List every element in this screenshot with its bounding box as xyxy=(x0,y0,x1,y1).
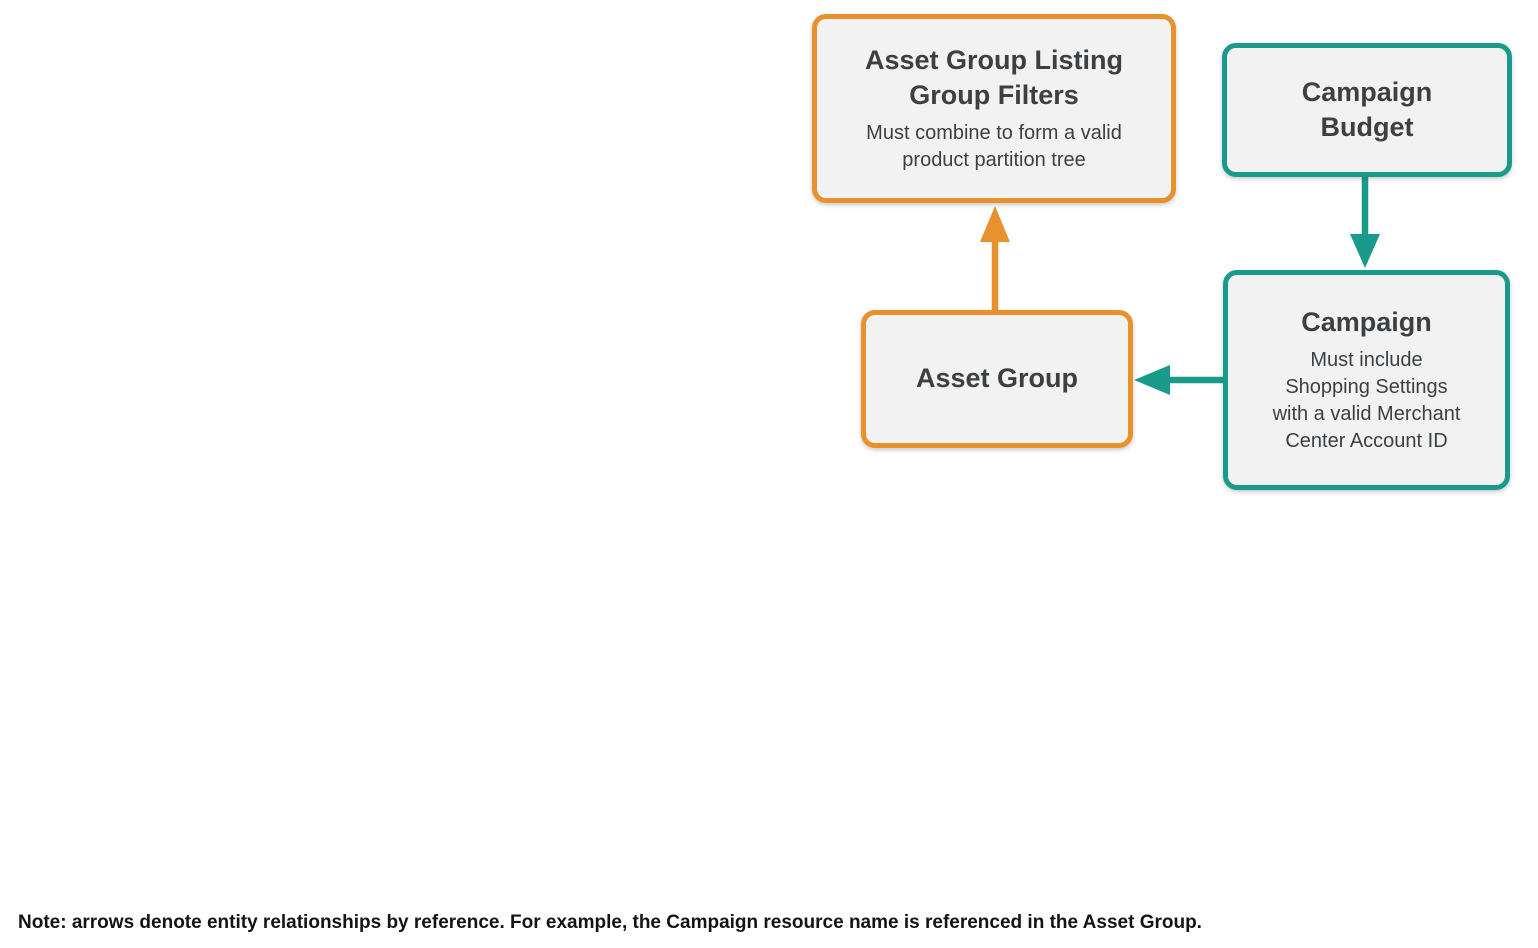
node-campaign: Campaign Must include Shopping Settings … xyxy=(1223,270,1510,490)
footnote: Note: arrows denote entity relationships… xyxy=(18,912,1202,933)
node-campaign-budget: Campaign Budget xyxy=(1222,43,1512,177)
node-asset-group-listing-group-filters: Asset Group Listing Group Filters Must c… xyxy=(812,14,1176,203)
arrow-campaign-to-asset-group xyxy=(1134,365,1224,395)
node-title: Campaign xyxy=(1301,306,1432,337)
node-subtitle: Must combine to form a valid product par… xyxy=(866,122,1122,172)
arrow-campaign-budget-to-campaign xyxy=(1350,176,1380,268)
node-asset-group: Asset Group xyxy=(861,310,1133,448)
node-title: Asset Group Listing Group Filters xyxy=(864,44,1124,110)
node-title: Campaign Budget xyxy=(1301,76,1433,142)
node-title: Asset Group xyxy=(915,363,1079,394)
arrow-asset-group-to-listing-filters xyxy=(980,206,1010,311)
node-subtitle: Must include Shopping Settings with a va… xyxy=(1272,349,1461,453)
